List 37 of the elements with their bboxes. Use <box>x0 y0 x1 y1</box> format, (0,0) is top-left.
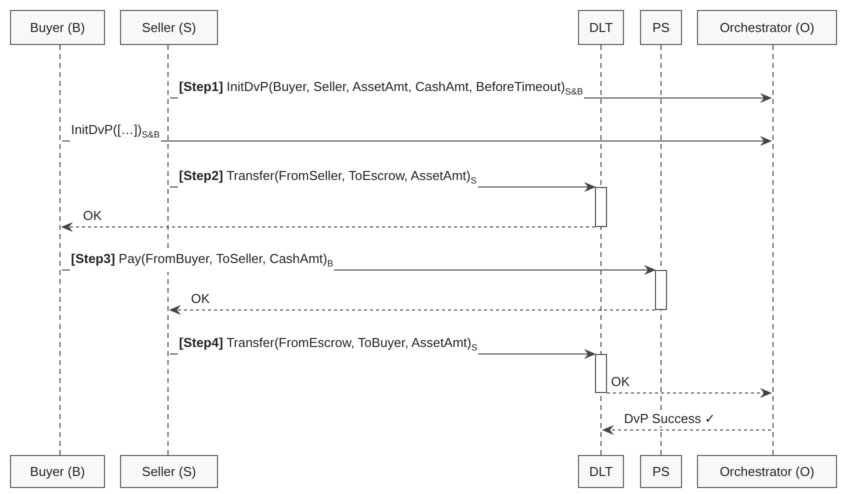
participant-box <box>640 10 682 45</box>
participant-name: Orchestrator (O) <box>720 464 814 479</box>
return-arrow <box>169 305 656 315</box>
participant-name: PS <box>652 20 670 35</box>
participant-name: DLT <box>589 20 613 35</box>
participant-name: Buyer (B) <box>30 464 85 479</box>
participant-box <box>120 455 218 488</box>
message-label: [Step1] InitDvP(Buyer, Seller, AssetAmt, CashAmt, BeforeTimeout)$_{S&B}$ <box>178 79 584 100</box>
message-label: [Step3] Pay(FromBuyer, ToSeller, CashAmt)$_{B}$ <box>70 251 334 272</box>
participant-box <box>578 455 624 488</box>
participant-name: Seller (S) <box>142 464 196 479</box>
message-label: [Step4] Transfer(FromEscrow, ToBuyer, AssetAmt)$_{S}$ <box>178 335 478 356</box>
participant-name: Orchestrator (O) <box>720 20 814 35</box>
participant-box <box>10 455 105 488</box>
message-label: [Step2] Transfer(FromSeller, ToEscrow, AssetAmt)$_{S}$ <box>178 168 478 189</box>
return-arrow <box>61 222 596 232</box>
activation-bar <box>655 270 667 310</box>
participant-box <box>10 10 105 45</box>
participant-name: DLT <box>589 464 613 479</box>
participant-name: PS <box>652 464 670 479</box>
participant-name: Seller (S) <box>142 20 196 35</box>
participant-box <box>640 455 682 488</box>
activation-bar <box>595 187 607 227</box>
lifeline <box>58 45 62 455</box>
activation-bar <box>595 354 607 393</box>
participant-box <box>697 455 837 488</box>
return-arrow <box>606 388 772 398</box>
participant-box <box>120 10 218 45</box>
message-label: OK <box>190 291 211 306</box>
message-label: OK <box>610 374 631 389</box>
message-label: OK <box>82 208 103 223</box>
message-label: InitDvP([…])$_{S&B}$ <box>70 122 161 143</box>
participant-name: Buyer (B) <box>30 20 85 35</box>
participant-box <box>697 10 837 45</box>
lifeline <box>771 45 775 455</box>
return-arrow <box>602 425 772 435</box>
participant-box <box>578 10 624 45</box>
